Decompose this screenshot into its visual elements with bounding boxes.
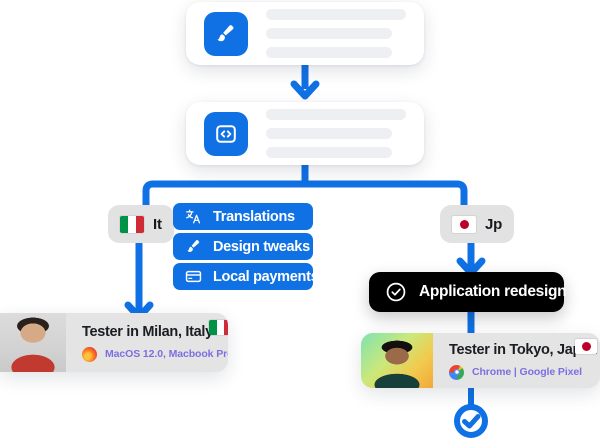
locale-badge-it-label: It bbox=[153, 215, 162, 233]
task-pill-label: Application redesign bbox=[419, 283, 567, 300]
japan-flag-icon bbox=[452, 215, 476, 233]
design-card[interactable] bbox=[186, 2, 424, 65]
avatar bbox=[361, 333, 433, 388]
avatar bbox=[0, 313, 66, 372]
tester-card-milan[interactable]: Tester in Milan, Italy MacOS 12.0, Macbo… bbox=[0, 313, 228, 372]
feature-chip-design-tweaks-label: Design tweaks bbox=[213, 238, 310, 255]
italy-flag-icon bbox=[120, 215, 144, 233]
paint-brush-icon bbox=[204, 11, 248, 56]
feature-chip-design-tweaks[interactable]: Design tweaks bbox=[173, 233, 313, 260]
tester-device-row: Chrome | Google Pixel bbox=[449, 364, 597, 380]
locale-badge-it[interactable]: It bbox=[108, 205, 174, 243]
tester-device-row: MacOS 12.0, Macbook Pro bbox=[82, 346, 228, 362]
task-pill-application-redesign[interactable]: Application redesign bbox=[369, 272, 567, 312]
tester-device-label: Chrome | Google Pixel bbox=[472, 366, 582, 378]
firefox-icon bbox=[82, 346, 97, 362]
feature-chip-translations-label: Translations bbox=[213, 208, 295, 225]
design-card-placeholder-lines bbox=[266, 9, 406, 58]
italy-flag-icon bbox=[209, 320, 228, 335]
code-card[interactable] bbox=[186, 102, 424, 165]
tester-device-label: MacOS 12.0, Macbook Pro bbox=[105, 348, 228, 360]
feature-chip-translations[interactable]: Translations bbox=[173, 203, 313, 230]
translate-icon bbox=[185, 208, 202, 225]
code-brackets-icon bbox=[204, 111, 248, 156]
check-circle-icon bbox=[385, 281, 407, 303]
japan-flag-icon bbox=[575, 339, 598, 354]
credit-card-icon bbox=[185, 268, 202, 285]
tester-name: Tester in Tokyo, Japan bbox=[449, 341, 598, 358]
chrome-icon bbox=[449, 364, 464, 380]
locale-badge-jp[interactable]: Jp bbox=[440, 205, 515, 243]
feature-chip-local-payments[interactable]: Local payments bbox=[173, 263, 319, 290]
paint-brush-icon bbox=[185, 238, 202, 255]
feature-chip-local-payments-label: Local payments bbox=[213, 268, 319, 285]
tester-card-tokyo[interactable]: Tester in Tokyo, Japan Chrome | Google P… bbox=[361, 333, 600, 388]
arrowhead-design-to-code bbox=[290, 80, 320, 100]
locale-badge-jp-label: Jp bbox=[485, 215, 503, 233]
connector-branch-bus bbox=[142, 180, 468, 212]
code-card-placeholder-lines bbox=[266, 109, 406, 158]
end-check-circle bbox=[454, 404, 488, 438]
end-check-mark bbox=[462, 414, 481, 429]
tester-name: Tester in Milan, Italy bbox=[82, 323, 213, 340]
